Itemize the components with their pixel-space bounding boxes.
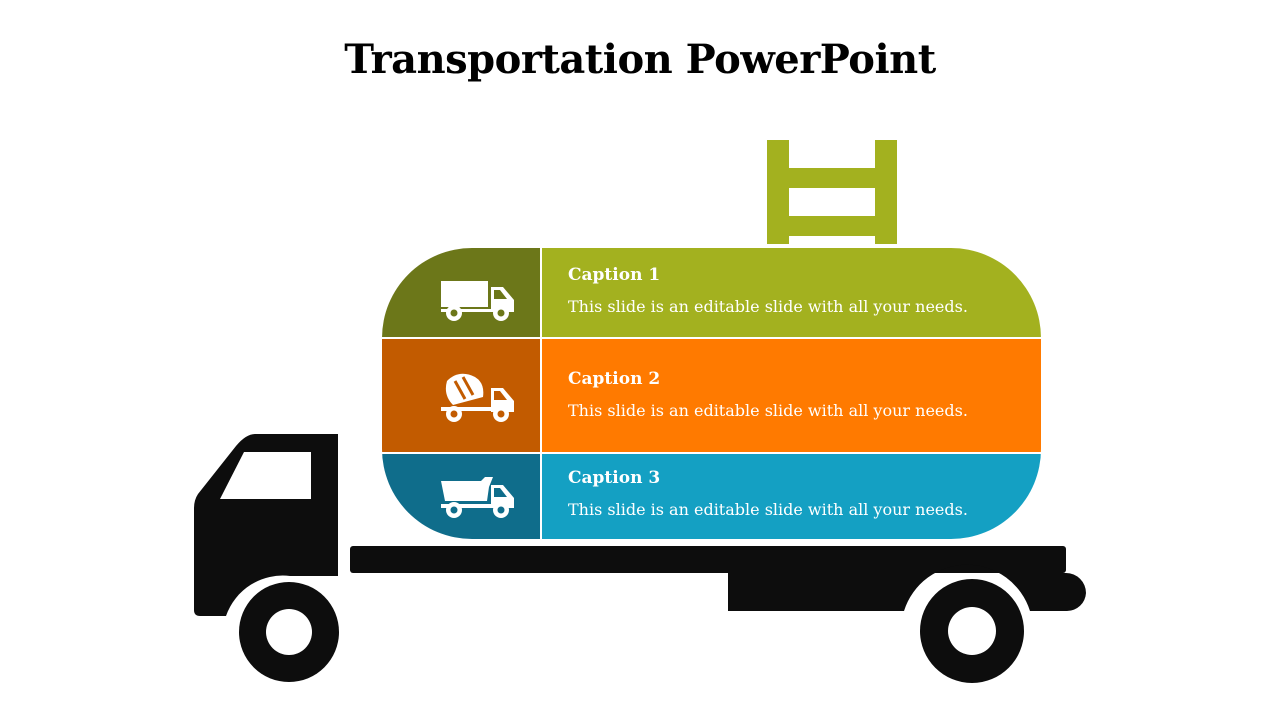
caption-text-cell: Caption 1 This slide is an editable slid… bbox=[542, 248, 1041, 337]
rear-wheel bbox=[920, 579, 1024, 683]
flatbed bbox=[350, 546, 1066, 573]
caption-title: Caption 2 bbox=[568, 369, 661, 389]
cab-window bbox=[220, 452, 311, 499]
slide-title: Transportation PowerPoint bbox=[344, 36, 936, 83]
rear-fender bbox=[728, 564, 1086, 611]
caption-text-cell: Caption 2 This slide is an editable slid… bbox=[542, 339, 1041, 452]
caption-description: This slide is an editable slide with all… bbox=[568, 297, 968, 316]
caption-title: Caption 1 bbox=[568, 265, 661, 285]
caption-description: This slide is an editable slide with all… bbox=[568, 500, 968, 519]
caption-text-cell: Caption 3 This slide is an editable slid… bbox=[542, 454, 1041, 539]
tank-container: Caption 1 This slide is an editable slid… bbox=[382, 248, 1041, 539]
cement-mixer-truck-icon bbox=[441, 373, 514, 422]
ladder-shape bbox=[767, 140, 897, 244]
icon-cell bbox=[382, 454, 540, 539]
caption-title: Caption 3 bbox=[568, 468, 661, 488]
caption-row: Caption 1 This slide is an editable slid… bbox=[382, 248, 1041, 337]
dump-truck-icon bbox=[441, 477, 514, 518]
front-wheel bbox=[239, 582, 339, 682]
icon-cell bbox=[382, 339, 540, 452]
icon-cell bbox=[382, 248, 540, 337]
caption-description: This slide is an editable slide with all… bbox=[568, 401, 968, 420]
caption-row: Caption 2 This slide is an editable slid… bbox=[382, 339, 1041, 452]
box-truck-icon bbox=[441, 281, 514, 321]
caption-row: Caption 3 This slide is an editable slid… bbox=[382, 454, 1041, 539]
